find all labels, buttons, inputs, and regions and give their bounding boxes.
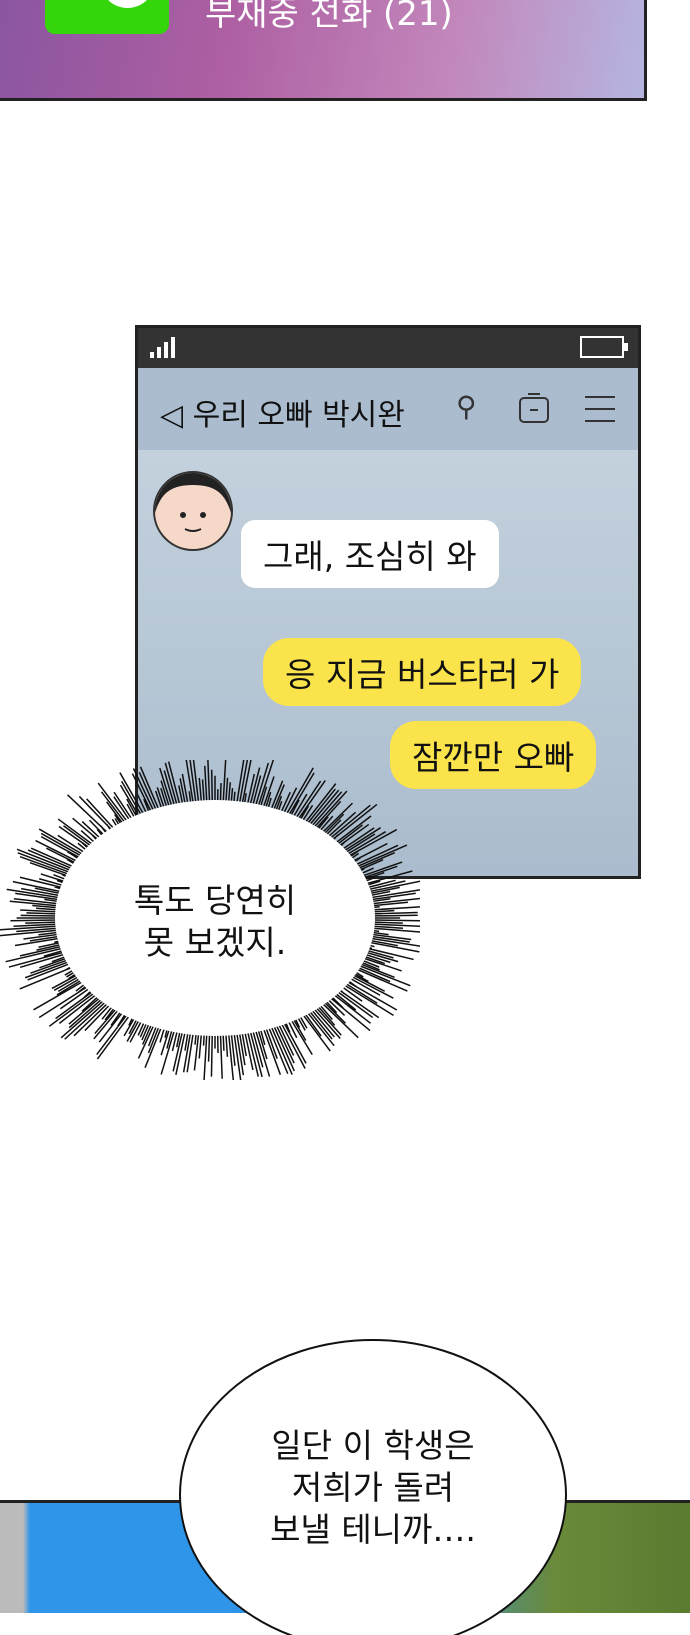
search-icon[interactable]: ⚲ [456, 390, 477, 423]
menu-icon[interactable] [583, 394, 617, 424]
signal-icon [150, 336, 180, 360]
chat-title[interactable]: ◁ 우리 오빠 박시완 [160, 390, 405, 434]
speech-text-line2: 저희가 돌려 [223, 1467, 523, 1509]
phone-app-icon [45, 0, 169, 34]
battery-icon [580, 336, 630, 360]
thought-text-line1: 톡도 당연히 [65, 880, 365, 922]
speech-text-line3: 보낼 테니까…. [223, 1509, 523, 1551]
received-message: 그래, 조심히 와 [241, 520, 499, 588]
thought-text-line2: 못 보겠지. [65, 922, 365, 964]
avatar[interactable] [153, 471, 233, 551]
notification-text: 부재중 전화 (21) [205, 0, 453, 35]
sent-message: 잠깐만 오빠 [390, 721, 596, 789]
status-bar [138, 328, 638, 368]
speech-text-line1: 일단 이 학생은 [223, 1425, 523, 1467]
calendar-icon[interactable] [518, 392, 552, 426]
sent-message: 응 지금 버스타러 가 [263, 638, 581, 706]
chat-header: ◁ 우리 오빠 박시완 ⚲ [138, 368, 638, 450]
